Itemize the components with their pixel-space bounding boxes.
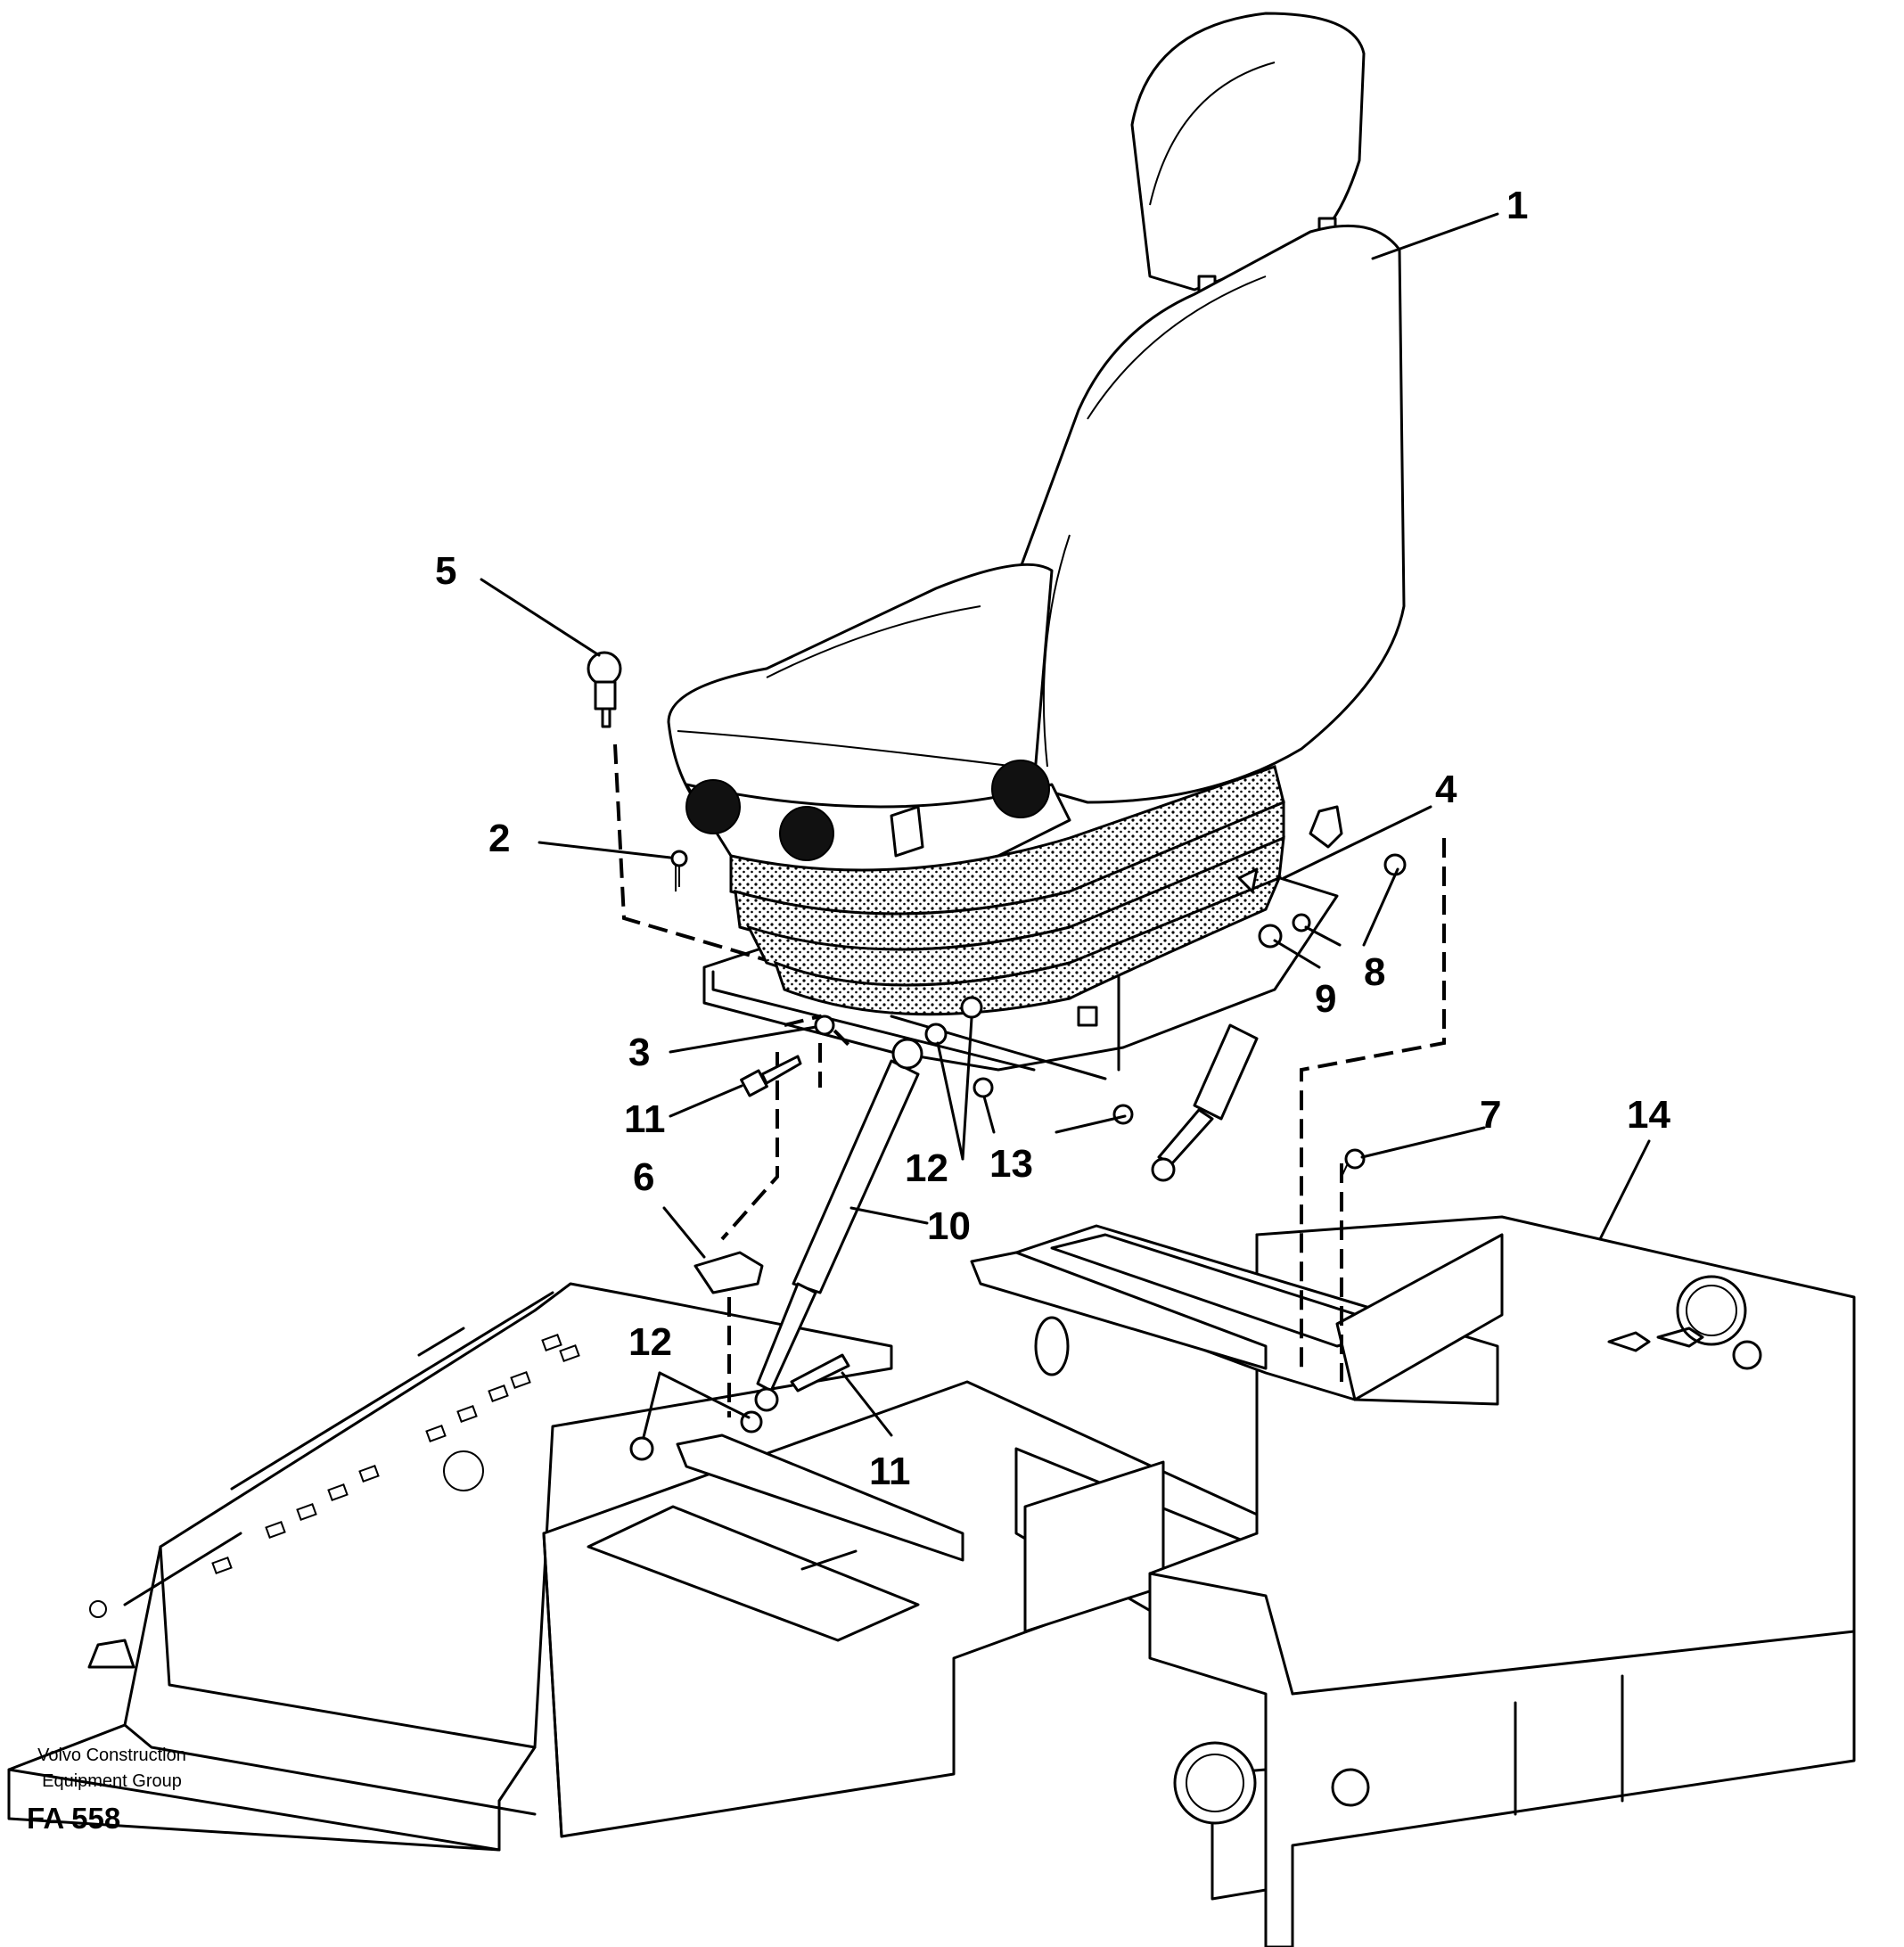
nut-13 (973, 1077, 994, 1098)
callout-13: 13 (989, 1142, 1033, 1186)
callout-2: 2 (488, 817, 510, 860)
figure-caption: Volvo Construction Equipment Group FA 55… (16, 1743, 208, 1836)
callout-8: 8 (1364, 950, 1385, 994)
gas-strut-right (1151, 1023, 1259, 1182)
callout-4: 4 (1435, 768, 1457, 811)
bracket-6 (693, 1251, 764, 1294)
callout-11-upper: 11 (624, 1097, 666, 1141)
callout-11-lower: 11 (869, 1450, 911, 1493)
assembly-dash-lines (613, 743, 1446, 1417)
adjust-knob-1 (685, 779, 741, 834)
washer-8b (1383, 853, 1407, 876)
leader-lines (480, 212, 1651, 1439)
nut-12-lower-a (629, 1436, 654, 1461)
callout-5: 5 (435, 549, 456, 593)
operator-seat (667, 12, 1406, 1027)
callout-labels: 1 2 3 4 5 6 7 8 9 10 11 11 12 12 13 14 (435, 184, 1670, 1493)
cab-floor-base (7, 1215, 1856, 1947)
callout-10: 10 (927, 1204, 971, 1248)
callout-12-lower: 12 (628, 1320, 672, 1364)
org-name-line1: Volvo Construction (37, 1746, 186, 1765)
adjust-knob-3 (991, 760, 1050, 818)
nut-12-upper-a (924, 1023, 948, 1046)
callout-12-upper: 12 (905, 1146, 948, 1190)
callout-14: 14 (1627, 1093, 1670, 1137)
floor-slots (211, 1334, 580, 1574)
org-name-line2: Equipment Group (42, 1771, 182, 1791)
callout-1: 1 (1506, 184, 1528, 227)
nut-3 (814, 1015, 835, 1036)
callout-9: 9 (1315, 977, 1336, 1021)
bolt-11-upper (740, 1055, 802, 1097)
nut-13b (1112, 1104, 1134, 1125)
d-ring-pin (587, 651, 622, 728)
callout-6: 6 (633, 1155, 654, 1199)
bolt-7 (1341, 1148, 1366, 1178)
gas-strut-left (754, 1038, 923, 1412)
bolt-11-lower (790, 1353, 850, 1392)
callout-7: 7 (1480, 1093, 1501, 1137)
screw-2 (670, 850, 688, 891)
callout-3: 3 (628, 1031, 650, 1074)
figure-id: FA 558 (27, 1802, 121, 1835)
nut-12-upper-b (960, 996, 983, 1019)
adjust-knob-2 (779, 806, 834, 861)
